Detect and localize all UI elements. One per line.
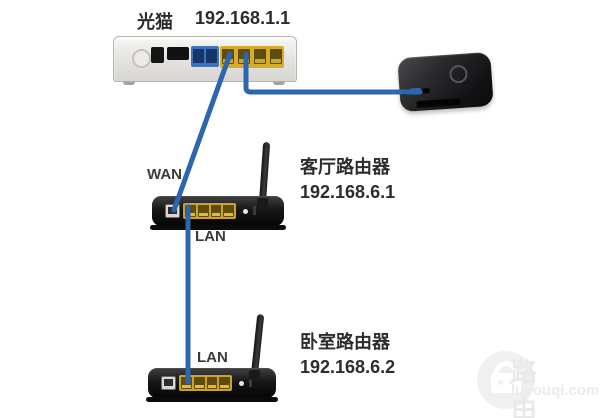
router-lan-port-2 [193, 377, 205, 389]
tv-box-port [401, 89, 409, 95]
router-lan-port-4 [219, 377, 230, 389]
modem-lan-port-2 [238, 49, 250, 64]
modem-round-button [132, 49, 151, 68]
tv-box-device [397, 51, 494, 113]
router-wan-port [161, 376, 176, 390]
modem-label: 光猫 [137, 12, 173, 32]
router-lan-panel [183, 203, 236, 219]
antenna-icon [251, 313, 265, 375]
router-lan-port-1 [181, 377, 192, 389]
living-room-router-ip: 192.168.6.1 [300, 182, 396, 202]
router-lan-port-2 [197, 205, 209, 217]
router-led [239, 381, 244, 386]
router-lan-port-3 [206, 377, 218, 389]
bedroom-router-device [146, 312, 286, 406]
lan-label-bedroom: LAN [197, 349, 228, 366]
watermark-title: 路由器 [511, 357, 541, 418]
modem-lan-panel [220, 46, 284, 68]
router-lan-port-1 [185, 205, 196, 217]
antenna-icon [259, 141, 271, 203]
modem-usb-port [167, 47, 189, 60]
modem-lan-port-3 [254, 49, 266, 64]
router-base [150, 225, 286, 230]
living-room-router-device [150, 140, 290, 234]
tv-box-port [422, 87, 430, 94]
antenna-joint [249, 370, 260, 380]
modem-body [113, 36, 297, 82]
bedroom-router-caption: 卧室路由器 192.168.6.2 [300, 330, 395, 380]
watermark-site: luyouqi.com [511, 382, 600, 399]
modem-blue-port [193, 49, 204, 63]
modem-lan-port-1 [222, 49, 234, 64]
router-led [243, 209, 248, 214]
router-lan-panel [179, 375, 232, 391]
modem-device [113, 36, 297, 88]
modem-ip: 192.168.1.1 [195, 8, 291, 28]
bedroom-router-ip: 192.168.6.2 [300, 357, 396, 377]
watermark-logo-icon [477, 351, 535, 409]
router-lan-port-3 [210, 205, 222, 217]
modem-caption: 光猫 192.168.1.1 [137, 8, 290, 34]
living-room-router-caption: 客厅路由器 192.168.6.1 [300, 155, 395, 205]
router-lan-port-4 [223, 205, 234, 217]
antenna-joint [257, 198, 268, 208]
modem-blue-port-panel [191, 46, 219, 67]
lan-label-living: LAN [195, 228, 226, 245]
router-wan-port [165, 204, 180, 218]
bedroom-router-name: 卧室路由器 [300, 332, 390, 352]
modem-lan-port-4 [270, 49, 282, 64]
modem-blue-port [206, 49, 217, 63]
wan-label: WAN [147, 166, 182, 183]
router-base [146, 397, 278, 402]
living-room-router-name: 客厅路由器 [300, 157, 390, 177]
modem-power-switch [151, 47, 164, 63]
router-button [253, 206, 256, 215]
router-button [249, 378, 252, 387]
tv-box-ethernet-port [410, 87, 421, 95]
